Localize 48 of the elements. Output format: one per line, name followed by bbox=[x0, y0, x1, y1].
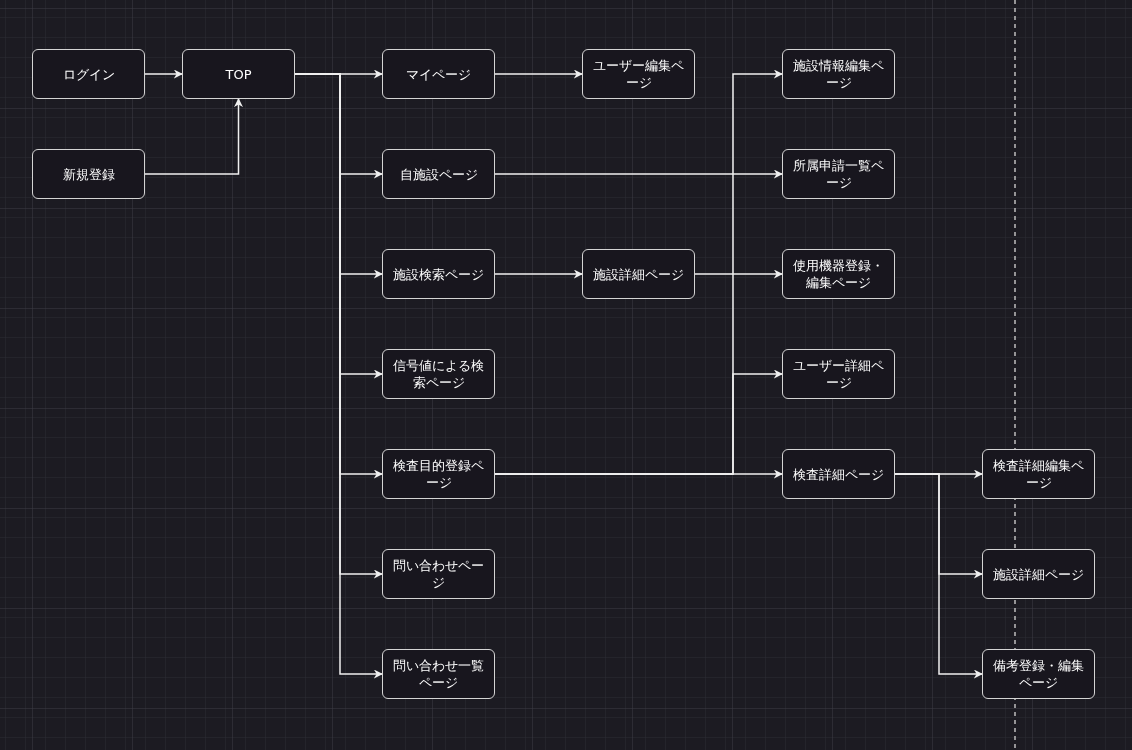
page-box bbox=[582, 49, 695, 99]
page-box bbox=[382, 549, 495, 599]
arrow bbox=[494, 69, 583, 79]
page-label: 検査詳細編集ページ bbox=[992, 457, 1085, 491]
page-label: 施設検索ページ bbox=[393, 265, 484, 283]
page-box bbox=[382, 249, 495, 299]
page-box bbox=[782, 149, 895, 199]
page-label: 検査詳細ページ bbox=[793, 465, 884, 483]
arrow bbox=[494, 169, 783, 179]
arrow bbox=[894, 473, 983, 679]
page-label: 信号値による検索ページ bbox=[392, 357, 485, 391]
page-box bbox=[382, 349, 495, 399]
page-label: 施設情報編集ページ bbox=[792, 57, 885, 91]
arrow bbox=[494, 269, 583, 279]
page-label: 問い合わせページ bbox=[392, 557, 485, 591]
page-box bbox=[382, 449, 495, 499]
page-label: マイページ bbox=[406, 65, 471, 83]
page-box bbox=[382, 649, 495, 699]
page-label: ユーザー詳細ページ bbox=[792, 357, 885, 391]
page-label: 備考登録・編集ページ bbox=[992, 657, 1085, 691]
page-label: 施設詳細ページ bbox=[993, 565, 1084, 583]
arrow bbox=[144, 98, 243, 175]
page-label: TOP bbox=[225, 65, 252, 83]
page-label: 検査目的登録ページ bbox=[392, 457, 485, 491]
page-box bbox=[782, 249, 895, 299]
page-box bbox=[782, 349, 895, 399]
page-box bbox=[382, 149, 495, 199]
page-label: 問い合わせ一覧ページ bbox=[392, 657, 485, 691]
page-label: 自施設ページ bbox=[399, 165, 478, 183]
arrow bbox=[144, 69, 183, 79]
page-label: 所属申請一覧ページ bbox=[792, 157, 885, 191]
page-label: 施設詳細ページ bbox=[593, 265, 684, 283]
page-box bbox=[982, 549, 1095, 599]
page-box bbox=[782, 449, 895, 499]
page-label: ログイン bbox=[62, 65, 115, 83]
page-box bbox=[32, 149, 145, 199]
page-label: 使用機器登録・編集ページ bbox=[792, 257, 885, 291]
page-label: ユーザー編集ページ bbox=[592, 57, 685, 91]
page-box bbox=[582, 249, 695, 299]
page-box bbox=[982, 649, 1095, 699]
page-box bbox=[32, 49, 145, 99]
page-box bbox=[982, 449, 1095, 499]
page-label: 新規登録 bbox=[62, 165, 115, 183]
arrow bbox=[494, 469, 783, 479]
page-box bbox=[782, 49, 895, 99]
arrow bbox=[694, 269, 783, 279]
page-box bbox=[182, 49, 295, 99]
page-box bbox=[382, 49, 495, 99]
